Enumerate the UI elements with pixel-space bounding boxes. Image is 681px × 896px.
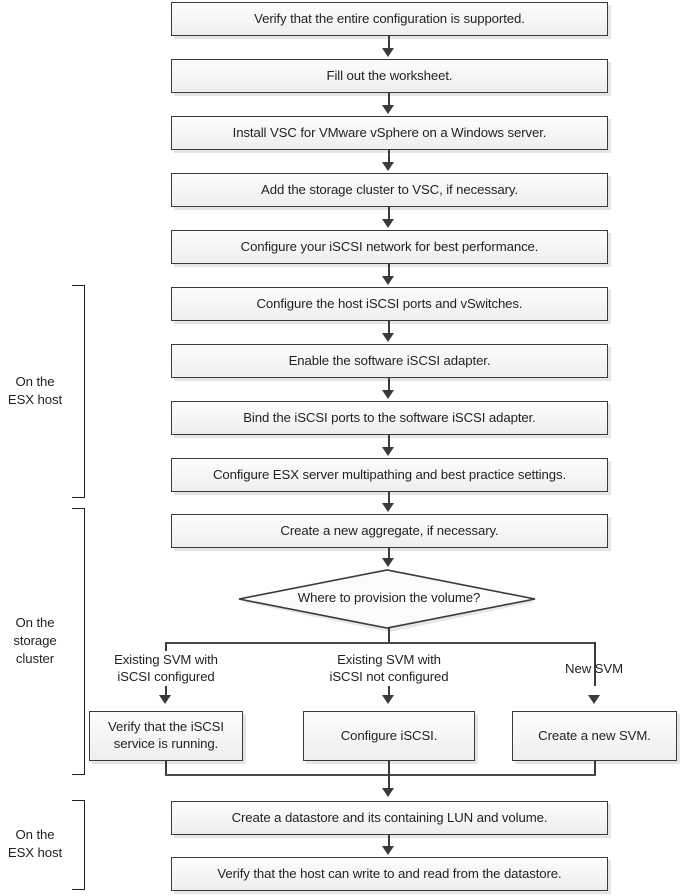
connector-branch-bar (166, 642, 596, 645)
bracket-label-line1: On the (15, 374, 55, 389)
connector-line-3 (388, 150, 391, 164)
connector-arrow-10 (382, 558, 394, 567)
process-box-label-line2: service is running. (113, 736, 219, 751)
process-box-bind-iscsi-ports[interactable]: Bind the iSCSI ports to the software iSC… (171, 401, 608, 435)
branch-label-new-svm: New SVM (530, 660, 658, 677)
process-box-verify-read-write[interactable]: Verify that the host can write to and re… (171, 857, 608, 891)
connector-line-4 (388, 207, 391, 221)
branch-label-line2: iSCSI configured (117, 669, 215, 685)
process-box-label: Verify that the host can write to and re… (217, 866, 562, 882)
branch-label-line1: Existing SVM with (337, 652, 441, 667)
connector-line-8 (388, 435, 391, 449)
process-box-label: Configure ESX server multipathing and be… (212, 467, 567, 483)
bracket-label-esx-host-top: On the ESX host (0, 373, 70, 409)
connector-arrow-final (382, 846, 394, 855)
connector-line-final (388, 835, 391, 847)
process-box-create-new-svm[interactable]: Create a new SVM. (512, 711, 677, 761)
branch-label-line2: iSCSI not configured (329, 669, 449, 685)
connector-line-branch-1 (165, 686, 168, 696)
connector-arrow-5 (382, 276, 394, 285)
branch-label-line1: New SVM (565, 661, 623, 676)
connector-line-decision-trunk (388, 628, 391, 644)
bracket-storage-cluster (72, 508, 85, 775)
connector-arrow-8 (382, 447, 394, 456)
bracket-esx-host-bottom (72, 800, 85, 890)
connector-line-merge-left (165, 761, 168, 776)
connector-arrow-branch-2 (382, 695, 394, 704)
bracket-label-line2: ESX host (7, 391, 63, 407)
process-box-verify-configuration[interactable]: Verify that the entire configuration is … (171, 2, 608, 36)
process-box-label: Bind the iSCSI ports to the software iSC… (243, 410, 536, 426)
connector-line-1 (388, 36, 391, 50)
process-box-create-datastore[interactable]: Create a datastore and its containing LU… (171, 801, 608, 835)
bracket-label-storage-cluster: On the storage cluster (0, 614, 70, 667)
branch-label-existing-svm-configured: Existing SVM with iSCSI configured (90, 651, 242, 686)
bracket-label-line1: On the (15, 827, 55, 842)
process-box-create-aggregate[interactable]: Create a new aggregate, if necessary. (171, 514, 608, 548)
process-box-label: Install VSC for VMware vSphere on a Wind… (232, 125, 547, 141)
connector-line-branch-right-stub (594, 642, 597, 686)
connector-line-5 (388, 264, 391, 278)
connector-line-2 (388, 93, 391, 107)
process-box-enable-software-adapter[interactable]: Enable the software iSCSI adapter. (171, 344, 608, 378)
bracket-label-line2: storage (13, 632, 57, 648)
process-box-install-vsc[interactable]: Install VSC for VMware vSphere on a Wind… (171, 116, 608, 150)
process-box-label: Configure iSCSI. (340, 728, 438, 744)
decision-diamond-label: Where to provision the volume? (297, 590, 481, 605)
connector-arrow-merge (382, 788, 394, 797)
bracket-label-line3: cluster (15, 650, 55, 666)
connector-arrow-4 (382, 219, 394, 228)
branch-label-existing-svm-not-configured: Existing SVM with iSCSI not configured (303, 651, 475, 686)
connector-merge-bar (165, 774, 596, 777)
connector-arrow-3 (382, 162, 394, 171)
branch-label-line1: Existing SVM with (114, 652, 218, 667)
process-box-label-line1: Verify that the iSCSI (108, 719, 224, 735)
connector-line-7 (388, 378, 391, 392)
connector-line-merge-center (388, 761, 391, 789)
decision-diamond[interactable]: Where to provision the volume? (236, 566, 542, 632)
connector-arrow-branch-3 (588, 695, 600, 704)
process-box-label: Create a new aggregate, if necessary. (280, 523, 499, 539)
process-box-label: Add the storage cluster to VSC, if neces… (261, 182, 518, 198)
process-box-label: Create a new SVM. (538, 728, 651, 744)
connector-arrow-1 (382, 48, 394, 57)
process-box-configure-iscsi[interactable]: Configure iSCSI. (303, 711, 475, 761)
process-box-verify-iscsi-service[interactable]: Verify that the iSCSI service is running… (89, 711, 243, 761)
connector-line-merge-right (594, 761, 597, 776)
connector-line-6 (388, 321, 391, 335)
connector-line-branch-left-stub (165, 642, 168, 651)
process-box-label: Enable the software iSCSI adapter. (288, 353, 491, 369)
connector-line-9 (388, 492, 391, 504)
connector-arrow-6 (382, 333, 394, 342)
process-box-configure-multipathing[interactable]: Configure ESX server multipathing and be… (171, 458, 608, 492)
process-box-label: Configure your iSCSI network for best pe… (240, 239, 539, 255)
bracket-label-esx-host-bottom: On the ESX host (0, 826, 70, 862)
bracket-label-line2: ESX host (7, 844, 63, 860)
process-box-label: Verify that the entire configuration is … (254, 11, 525, 27)
process-box-add-storage-cluster[interactable]: Add the storage cluster to VSC, if neces… (171, 173, 608, 207)
connector-arrow-7 (382, 390, 394, 399)
process-box-fill-worksheet[interactable]: Fill out the worksheet. (171, 59, 608, 93)
process-box-configure-host-ports[interactable]: Configure the host iSCSI ports and vSwit… (171, 287, 608, 321)
connector-arrow-branch-1 (159, 695, 171, 704)
process-box-label: Fill out the worksheet. (326, 68, 453, 84)
connector-arrow-9 (382, 503, 394, 512)
process-box-configure-iscsi-network[interactable]: Configure your iSCSI network for best pe… (171, 230, 608, 264)
connector-line-10 (388, 548, 391, 560)
bracket-esx-host-top (72, 285, 85, 498)
process-box-label: Configure the host iSCSI ports and vSwit… (256, 296, 523, 312)
connector-line-branch-2 (388, 686, 391, 696)
bracket-label-line1: On the (15, 615, 55, 630)
connector-arrow-2 (382, 105, 394, 114)
process-box-label: Create a datastore and its containing LU… (231, 810, 548, 826)
